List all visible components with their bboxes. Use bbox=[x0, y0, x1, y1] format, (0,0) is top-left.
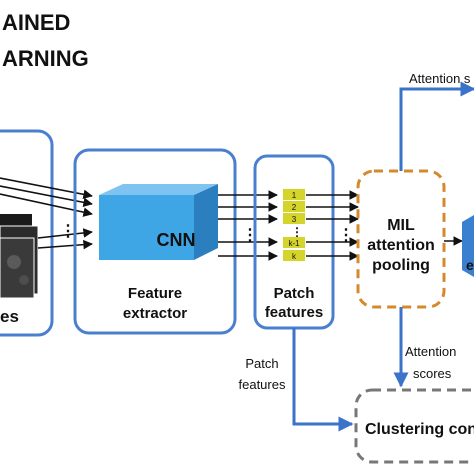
patch-token-3: 3 bbox=[283, 213, 305, 224]
clustering-panel-border bbox=[354, 388, 474, 464]
title-line-1: AINED bbox=[2, 10, 70, 35]
svg-text:k-1: k-1 bbox=[288, 239, 300, 248]
patch-to-mil-arrows bbox=[306, 190, 359, 261]
feature-extractor-panel: CNN Feature extractor bbox=[73, 148, 237, 335]
svg-text:k: k bbox=[292, 252, 297, 261]
image-ellipsis: ⋮ bbox=[60, 223, 76, 240]
mil-label-line-1: MIL bbox=[387, 217, 415, 234]
attention-down-path: Attention scores bbox=[393, 307, 456, 388]
patch-token-2: 2 bbox=[283, 201, 305, 212]
patch-token-k-1: k-1 bbox=[283, 237, 305, 248]
classifier-label: e bbox=[466, 257, 474, 273]
patch-features-annotation-1: Patch bbox=[245, 356, 278, 371]
mil-label-line-2: attention bbox=[367, 237, 435, 254]
cnn-label: CNN bbox=[157, 230, 196, 250]
clustering-panel: Clustering con bbox=[354, 388, 474, 464]
cnn-to-patch-arrows bbox=[218, 190, 278, 261]
patch-token-1: 1 bbox=[283, 189, 305, 200]
patch-label-line-2: features bbox=[265, 304, 323, 321]
classifier-block: e bbox=[462, 215, 474, 277]
extractor-label-line-2: extractor bbox=[123, 305, 187, 322]
mil-panel-border bbox=[356, 169, 446, 309]
attention-bottom-label-2: scores bbox=[413, 366, 452, 381]
patch-to-clustering-path: Patch features bbox=[239, 328, 354, 432]
title-line-2: ARNING bbox=[2, 46, 89, 71]
svg-text:3: 3 bbox=[292, 215, 297, 224]
cnn-cube-side bbox=[194, 184, 218, 260]
cnn-cube-front bbox=[99, 195, 194, 260]
attention-top-path: Attention s bbox=[399, 71, 474, 171]
mil-input-ellipsis: ⋮ bbox=[338, 227, 354, 244]
svg-text:1: 1 bbox=[292, 191, 297, 200]
patch-ellipsis: ⋮ bbox=[291, 225, 303, 239]
image-to-cnn-arrows bbox=[0, 177, 93, 250]
image-stack-panel: es bbox=[0, 129, 54, 337]
svg-text:2: 2 bbox=[292, 203, 297, 212]
cnn-cube-top bbox=[99, 184, 218, 195]
attention-bottom-label-1: Attention bbox=[405, 344, 456, 359]
image-panel-label: es bbox=[0, 307, 19, 326]
patch-features-annotation-2: features bbox=[239, 377, 286, 392]
mil-label-line-3: pooling bbox=[372, 257, 430, 274]
attention-top-label: Attention s bbox=[409, 71, 471, 86]
patch-token-k: k bbox=[283, 250, 305, 261]
extractor-label-line-1: Feature bbox=[128, 285, 182, 302]
image-panel-border bbox=[0, 129, 54, 337]
patch-label-line-1: Patch bbox=[274, 285, 315, 302]
clustering-label: Clustering con bbox=[365, 421, 474, 438]
mil-attention-pooling-panel: MIL attention pooling bbox=[356, 169, 446, 309]
